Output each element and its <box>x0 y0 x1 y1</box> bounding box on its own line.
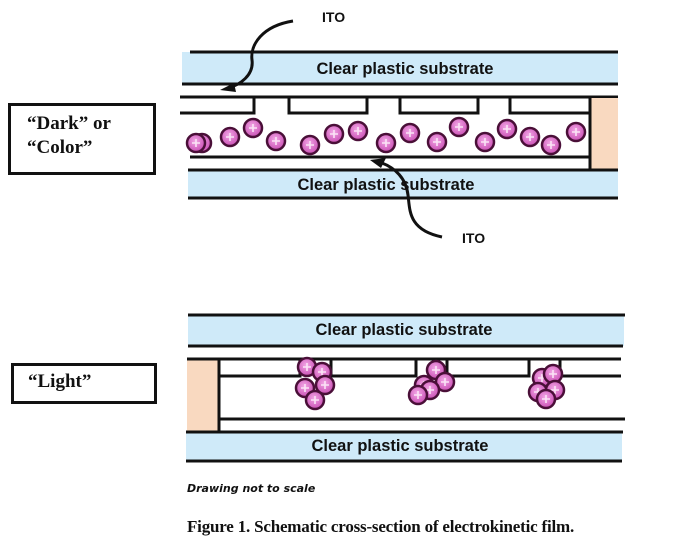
light-bottom-substrate-label: Clear plastic substrate <box>312 437 489 455</box>
left-spacer <box>187 359 218 431</box>
plus-charge-icon <box>526 133 534 141</box>
charged-particle <box>407 384 429 406</box>
plus-charge-icon <box>321 381 329 389</box>
charged-particle <box>265 130 287 152</box>
charged-particle <box>314 374 336 396</box>
plus-charge-icon <box>572 128 580 136</box>
bottom-substrate-label: Clear plastic substrate <box>298 176 475 194</box>
top-substrate <box>182 52 618 84</box>
light-electrode-2 <box>329 359 418 378</box>
light-electrode-4 <box>558 359 621 378</box>
charged-particle <box>565 121 587 143</box>
charged-particle <box>434 371 456 393</box>
charged-particle <box>474 131 496 153</box>
charged-particle <box>426 131 448 153</box>
dark-state-label-box: “Dark” or “Color” <box>8 103 156 175</box>
plus-charge-icon <box>330 130 338 138</box>
charged-particle <box>347 120 369 142</box>
light-top-substrate <box>188 315 624 346</box>
plus-charge-icon <box>426 386 434 394</box>
charged-particle <box>185 132 207 154</box>
plus-charge-icon <box>542 395 550 403</box>
electrode-3 <box>398 97 480 115</box>
light-electrode-3 <box>445 359 531 378</box>
light-state-diagram: Clear plastic substrate Clear plastic su… <box>186 313 625 463</box>
charged-particle <box>540 134 562 156</box>
light-top-substrate-label: Clear plastic substrate <box>316 321 493 339</box>
plus-charge-icon <box>432 366 440 374</box>
dark-state-label-line1: “Dark” or <box>27 113 111 134</box>
ito-bottom-arrowhead <box>370 158 386 168</box>
light-state-label-box: “Light” <box>11 363 157 404</box>
light-bottom-substrate <box>186 432 622 461</box>
ito-top-arrow <box>227 19 294 90</box>
particle-cluster <box>527 363 566 410</box>
plus-charge-icon <box>549 370 557 378</box>
plus-charge-icon <box>311 396 319 404</box>
charged-particle <box>519 126 541 148</box>
plus-charge-icon <box>318 368 326 376</box>
top-substrate-label: Clear plastic substrate <box>317 60 494 78</box>
plus-charge-icon <box>406 129 414 137</box>
plus-charge-icon <box>547 141 555 149</box>
dark-state-label-line2: “Color” <box>27 137 93 158</box>
plus-charge-icon <box>354 127 362 135</box>
plus-charge-icon <box>414 391 422 399</box>
ito-bottom-arrow <box>381 161 443 239</box>
plus-charge-icon <box>503 125 511 133</box>
charged-particle <box>219 126 241 148</box>
plus-charge-icon <box>455 123 463 131</box>
plus-charge-icon <box>303 363 311 371</box>
light-state-label: “Light” <box>28 371 92 392</box>
dispersed-particles <box>185 116 587 156</box>
plus-charge-icon <box>441 378 449 386</box>
charged-particle <box>242 117 264 139</box>
electrode-2 <box>287 97 369 115</box>
dark-state-diagram: Clear plastic substrate Clear plastic su… <box>180 9 618 246</box>
electrode-4 <box>508 97 590 115</box>
plus-charge-icon <box>249 124 257 132</box>
particle-cluster <box>407 359 456 406</box>
electrode-1 <box>180 97 256 115</box>
charged-particle <box>448 116 470 138</box>
plus-charge-icon <box>226 133 234 141</box>
plus-charge-icon <box>272 137 280 145</box>
scale-note: Drawing not to scale <box>187 482 316 495</box>
collected-particle-clusters <box>294 356 566 411</box>
plus-charge-icon <box>301 384 309 392</box>
light-electrode-1 <box>219 359 302 378</box>
figure-caption: Figure 1. Schematic cross-section of ele… <box>187 517 575 536</box>
charged-particle <box>535 388 557 410</box>
ito-bottom-label: ITO <box>462 230 485 246</box>
plus-charge-icon <box>382 139 390 147</box>
right-spacer <box>591 98 618 169</box>
plus-charge-icon <box>551 386 559 394</box>
charged-particle <box>323 123 345 145</box>
ito-top-label: ITO <box>322 9 345 25</box>
charged-particle <box>299 134 321 156</box>
ito-top-arrowhead <box>220 83 236 92</box>
charged-particle <box>375 132 397 154</box>
particle-cluster <box>294 356 336 411</box>
plus-charge-icon <box>306 141 314 149</box>
plus-charge-icon <box>192 139 200 147</box>
plus-charge-icon <box>433 138 441 146</box>
plus-charge-icon <box>481 138 489 146</box>
charged-particle <box>304 389 326 411</box>
charged-particle <box>496 118 518 140</box>
charged-particle <box>399 122 421 144</box>
bottom-substrate <box>188 170 618 198</box>
